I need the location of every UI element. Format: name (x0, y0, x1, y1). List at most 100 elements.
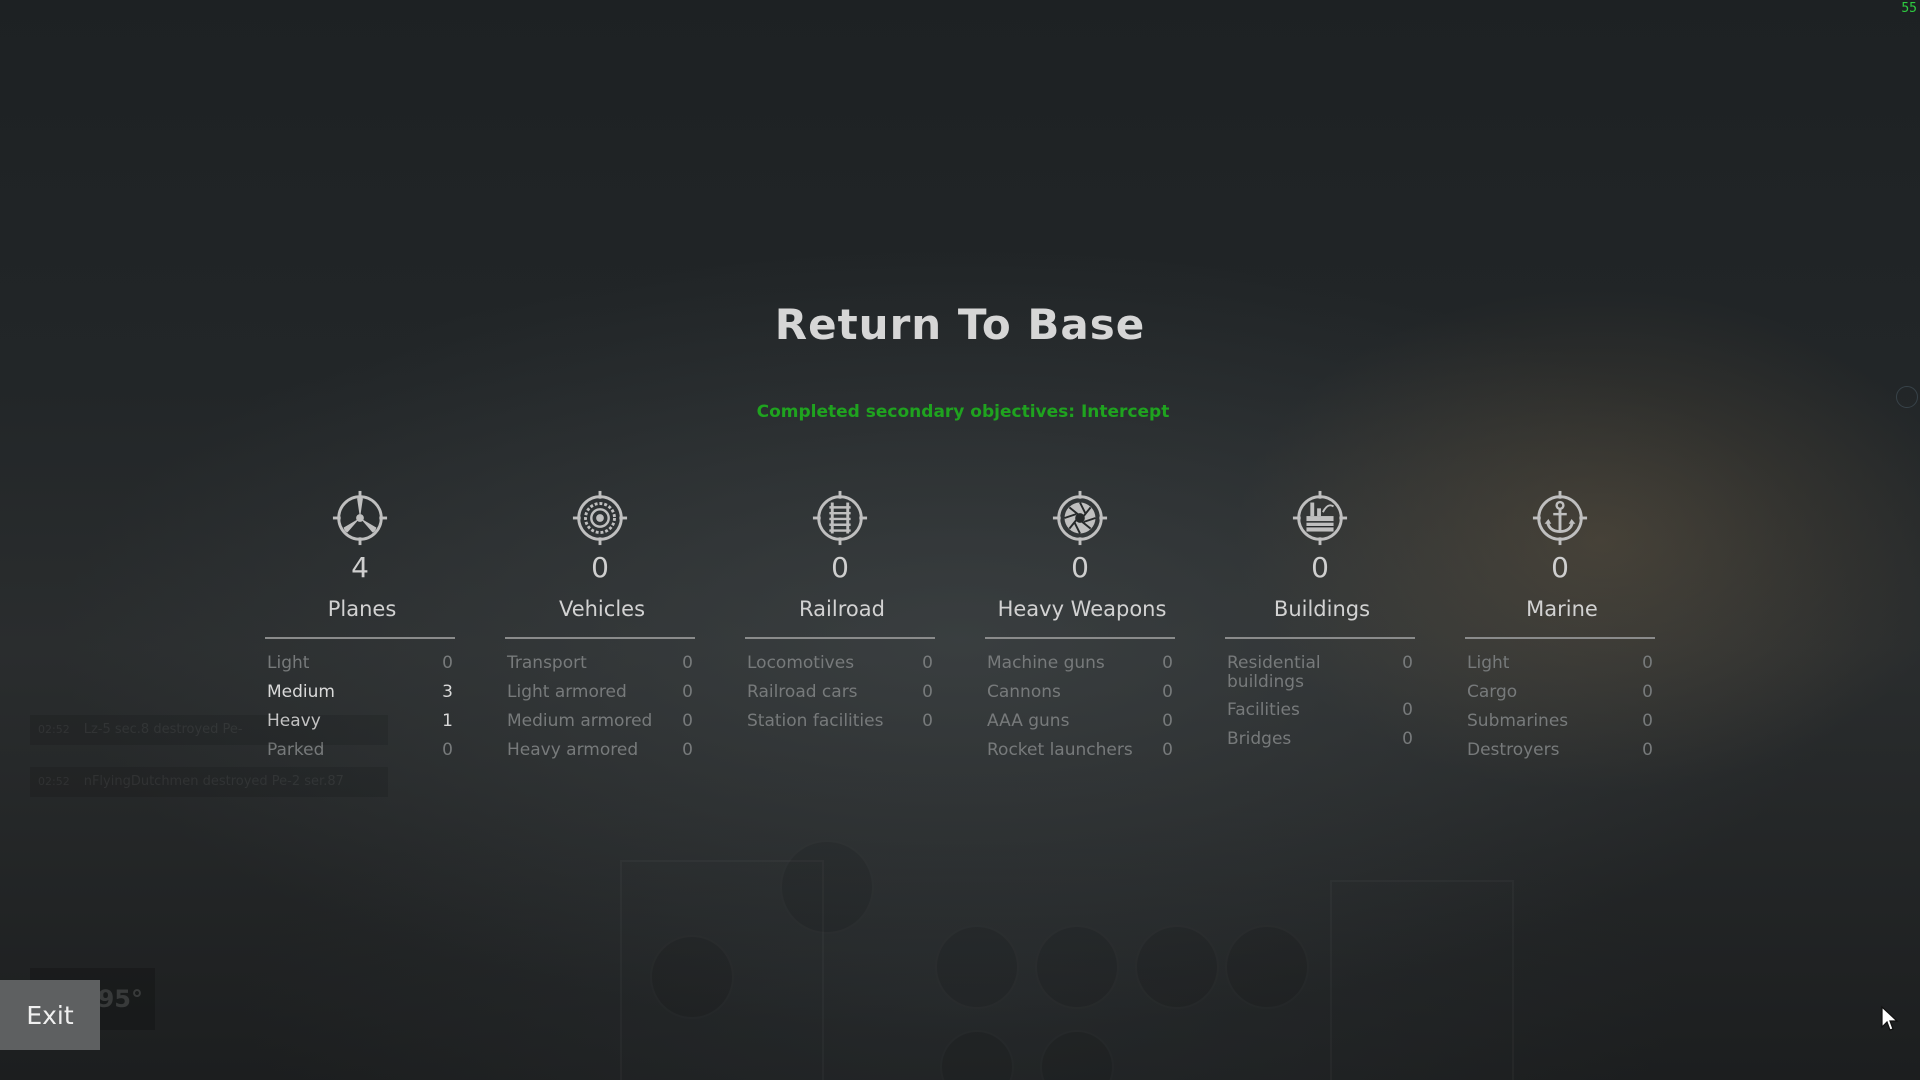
kill-feed-entry: 02:52 nFlyingDutchmen destroyed Pe-2 ser.… (30, 767, 388, 797)
divider (505, 637, 695, 639)
stat-value: 0 (682, 711, 693, 731)
aperture-icon (1050, 488, 1110, 548)
stat-label: AAA guns (987, 711, 1070, 731)
bg-gauge (935, 925, 1019, 1009)
exit-button[interactable]: Exit (0, 980, 100, 1050)
kill-feed-time: 02:52 (38, 775, 70, 788)
category-count: 0 (1551, 551, 1569, 584)
category-count: 0 (591, 551, 609, 584)
stat-row: Medium 3 (265, 678, 455, 707)
edge-circle-icon (1896, 386, 1918, 408)
mouse-cursor-icon (1880, 1005, 1900, 1033)
bg-gauge (1035, 925, 1119, 1009)
category-count: 0 (1071, 551, 1089, 584)
stat-value: 0 (1642, 711, 1653, 731)
stat-label: Medium armored (507, 711, 653, 731)
stat-value: 0 (442, 653, 453, 673)
stat-label: Destroyers (1467, 740, 1560, 760)
stat-row: Heavy 1 (265, 707, 455, 736)
stat-label: Parked (267, 740, 325, 760)
stat-label: Heavy (267, 711, 321, 731)
stat-row: Heavy armored 0 (505, 736, 695, 765)
stat-value: 0 (1402, 700, 1413, 720)
stat-value: 0 (1162, 711, 1173, 731)
factory-icon (1290, 488, 1350, 548)
propeller-icon (330, 488, 390, 548)
stat-row: Facilities 0 (1225, 696, 1415, 725)
anchor-icon (1530, 488, 1590, 548)
category-name: Railroad (799, 597, 885, 621)
stat-value: 0 (682, 653, 693, 673)
railroad-icon (810, 488, 870, 548)
stat-value: 0 (1162, 682, 1173, 702)
page-title: Return To Base (774, 300, 1146, 349)
category-count: 0 (831, 551, 849, 584)
stat-value: 3 (442, 682, 453, 702)
category-name: Planes (327, 597, 397, 621)
stat-value: 0 (682, 682, 693, 702)
stat-value: 1 (442, 711, 453, 731)
fps-counter: 55 (1901, 1, 1917, 16)
stat-label: Cargo (1467, 682, 1518, 702)
stat-row: Light 0 (1465, 649, 1655, 678)
stat-label: Machine guns (987, 653, 1105, 673)
stat-label: Rocket launchers (987, 740, 1133, 760)
stat-row: Submarines 0 (1465, 707, 1655, 736)
stat-label: Bridges (1227, 729, 1292, 749)
stat-value: 0 (1642, 740, 1653, 760)
kill-feed-text: nFlyingDutchmen destroyed Pe-2 ser.87 (83, 774, 344, 789)
category-count: 0 (1311, 551, 1329, 584)
stat-label: Facilities (1227, 700, 1300, 720)
bg-gauge (780, 840, 874, 934)
stat-label: Cannons (987, 682, 1061, 702)
divider (1225, 637, 1415, 639)
stat-label: Medium (267, 682, 335, 702)
stat-value: 0 (682, 740, 693, 760)
category-name: Vehicles (558, 597, 646, 621)
category-name: Heavy Weapons (997, 597, 1167, 621)
stat-row: AAA guns 0 (985, 707, 1175, 736)
stat-row: Cannons 0 (985, 678, 1175, 707)
stat-label: Light (1467, 653, 1510, 673)
bg-gauge (940, 1030, 1014, 1080)
bg-gauge (1135, 925, 1219, 1009)
stat-value: 0 (1642, 682, 1653, 702)
wheel-icon (570, 488, 630, 548)
divider (265, 637, 455, 639)
bg-gauge (1225, 925, 1309, 1009)
stat-label: Submarines (1467, 711, 1569, 731)
category-name: Buildings (1273, 597, 1371, 621)
stat-label: Heavy armored (507, 740, 639, 760)
stat-value: 0 (922, 711, 933, 731)
stat-row: Cargo 0 (1465, 678, 1655, 707)
kill-feed-time: 02:52 (38, 723, 70, 736)
stat-value: 0 (1642, 653, 1653, 673)
category-count: 4 (351, 551, 369, 584)
divider (985, 637, 1175, 639)
divider (1465, 637, 1655, 639)
